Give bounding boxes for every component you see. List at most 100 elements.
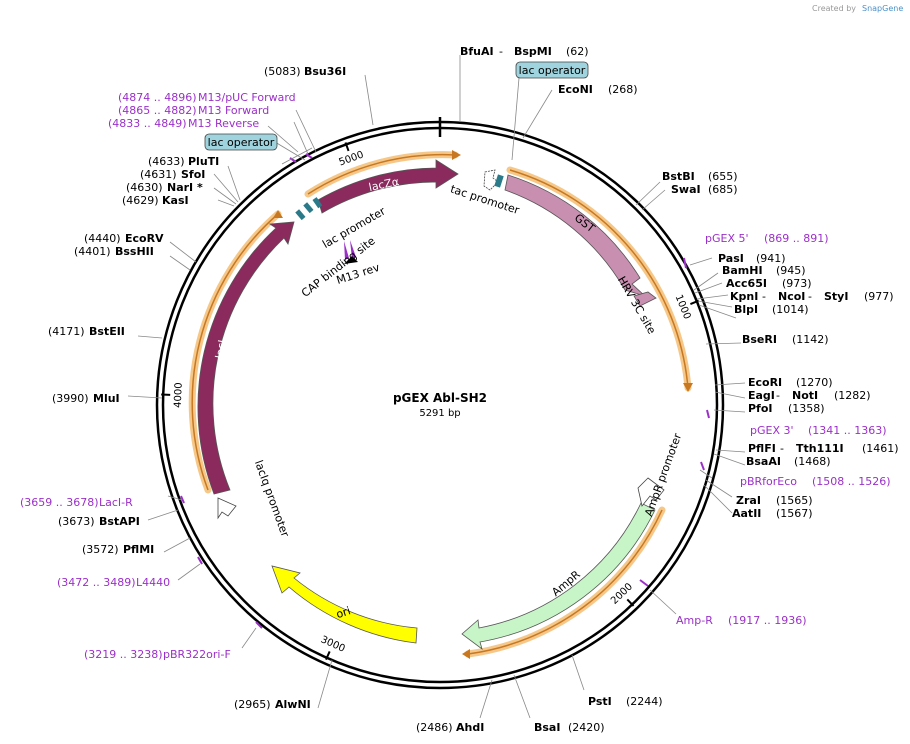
svg-text:NcoI: NcoI bbox=[778, 290, 805, 303]
site-bsai[interactable]: BsaI (2420) bbox=[534, 721, 605, 734]
site-eagi-noti[interactable]: EagI - NotI (1282) bbox=[748, 389, 871, 402]
svg-text:(4630): (4630) bbox=[126, 181, 163, 194]
svg-text:BssHII: BssHII bbox=[115, 245, 154, 258]
feature-hrv-3c-site[interactable] bbox=[633, 291, 657, 307]
svg-text:(4629): (4629) bbox=[122, 194, 159, 207]
primer-pbrforeco[interactable]: pBRforEco (1508 .. 1526) bbox=[740, 475, 891, 488]
backbone-outer-ring bbox=[155, 120, 725, 690]
site-bsshii[interactable]: (4401) BssHII bbox=[74, 245, 154, 258]
site-mlui[interactable]: (3990) MluI bbox=[52, 392, 120, 405]
svg-text:ZraI: ZraI bbox=[736, 494, 761, 507]
svg-text:Bsu36I: Bsu36I bbox=[304, 65, 346, 78]
svg-text:NarI *: NarI * bbox=[167, 181, 203, 194]
site-bstbi[interactable]: BstBI (655) bbox=[662, 170, 738, 183]
site-bstapi[interactable]: (3673) BstAPI bbox=[58, 515, 140, 528]
tick-label-3000: 3000 bbox=[319, 634, 347, 654]
svg-text:(1142): (1142) bbox=[792, 333, 829, 346]
site-ecori[interactable]: EcoRI (1270) bbox=[748, 376, 833, 389]
backbone-inner-ring bbox=[161, 126, 719, 684]
tick-mark-2000 bbox=[626, 598, 635, 607]
feature-gst[interactable] bbox=[504, 174, 646, 297]
primer-amp-r[interactable]: Amp-R (1917 .. 1936) bbox=[676, 614, 807, 627]
site-pluti[interactable]: (4633) PluTI bbox=[148, 155, 219, 168]
svg-text:(1567): (1567) bbox=[776, 507, 813, 520]
svg-text:BseRI: BseRI bbox=[742, 333, 777, 346]
lac-operator-label-left: lac operator bbox=[208, 136, 275, 149]
lac-promoter-label: lac promoter bbox=[320, 204, 388, 251]
site-bsteii[interactable]: (4171) BstEII bbox=[48, 325, 125, 338]
svg-text:SfoI: SfoI bbox=[181, 168, 205, 181]
primer-pgex-3[interactable]: pGEX 3' (1341 .. 1363) bbox=[750, 424, 887, 437]
feature-ori[interactable] bbox=[271, 565, 418, 644]
svg-text:pBRforEco: pBRforEco bbox=[740, 475, 797, 488]
site-psti[interactable]: PstI (2244) bbox=[588, 695, 663, 708]
site-acc65i[interactable]: Acc65I (973) bbox=[726, 277, 812, 290]
svg-text:(4833 .. 4849): (4833 .. 4849) bbox=[108, 117, 187, 130]
site-bamhi[interactable]: BamHI (945) bbox=[722, 264, 806, 277]
site-bseri[interactable]: BseRI (1142) bbox=[742, 333, 829, 346]
svg-text:-: - bbox=[762, 290, 766, 303]
site-swai[interactable]: SwaI (685) bbox=[671, 183, 738, 196]
svg-text:(973): (973) bbox=[782, 277, 812, 290]
site-sfoi[interactable]: (4631) SfoI bbox=[140, 168, 205, 181]
site-pfoi[interactable]: PfoI (1358) bbox=[748, 402, 825, 415]
primer-m13-reverse[interactable]: (4833 .. 4849) M13 Reverse bbox=[108, 117, 259, 130]
svg-text:(941): (941) bbox=[756, 252, 786, 265]
site-bsu36i[interactable]: (5083) Bsu36I bbox=[264, 65, 346, 78]
svg-text:SwaI: SwaI bbox=[671, 183, 701, 196]
svg-text:(2244): (2244) bbox=[626, 695, 663, 708]
site-econi[interactable]: EcoNI (268) bbox=[558, 83, 638, 96]
svg-text:(977): (977) bbox=[864, 290, 894, 303]
ori-label: ori bbox=[335, 604, 353, 621]
site-aatii[interactable]: AatII (1567) bbox=[732, 507, 813, 520]
svg-text:(5083): (5083) bbox=[264, 65, 301, 78]
primer-l4440[interactable]: (3472 .. 3489) L4440 bbox=[57, 576, 170, 589]
svg-text:EcoNI: EcoNI bbox=[558, 83, 593, 96]
svg-text:BstBI: BstBI bbox=[662, 170, 695, 183]
site-ecorv[interactable]: (4440) EcoRV bbox=[84, 232, 164, 245]
primer-pgex-5[interactable]: pGEX 5' (869 .. 891) bbox=[705, 232, 829, 245]
svg-text:BstEII: BstEII bbox=[89, 325, 125, 338]
feature-ampr[interactable] bbox=[461, 502, 656, 651]
site-bsaai[interactable]: BsaAI (1468) bbox=[746, 455, 831, 468]
site-pasi[interactable]: PasI (941) bbox=[718, 252, 786, 265]
credit-brand: SnapGene bbox=[862, 4, 903, 13]
svg-text:KpnI: KpnI bbox=[730, 290, 758, 303]
svg-text:(655): (655) bbox=[708, 170, 738, 183]
orf-gst bbox=[506, 166, 693, 392]
svg-text:-: - bbox=[808, 290, 812, 303]
svg-text:PasI: PasI bbox=[718, 252, 744, 265]
lac-operator-box-left: lac operator bbox=[204, 133, 278, 151]
site-zrai[interactable]: ZraI (1565) bbox=[736, 494, 813, 507]
site-kpni-ncoi-styi[interactable]: KpnI - NcoI - StyI (977) bbox=[730, 290, 894, 303]
primer-pbr322ori-f[interactable]: (3219 .. 3238) pBR322ori-F bbox=[84, 648, 231, 661]
svg-text:pGEX 3': pGEX 3' bbox=[750, 424, 794, 437]
svg-text:PfoI: PfoI bbox=[748, 402, 773, 415]
site-alwni[interactable]: (2965) AlwNI bbox=[234, 698, 311, 711]
site-pflfi-tth111i[interactable]: PflFI - Tth111I (1461) bbox=[748, 442, 899, 455]
svg-text:(4633): (4633) bbox=[148, 155, 185, 168]
svg-text:(3659 .. 3678): (3659 .. 3678) bbox=[20, 496, 99, 509]
svg-text:(4401): (4401) bbox=[74, 245, 111, 258]
site-pflmi[interactable]: (3572) PflMI bbox=[82, 543, 154, 556]
svg-text:(4865 .. 4882): (4865 .. 4882) bbox=[118, 104, 197, 117]
plasmid-name: pGEX Abl-SH2 bbox=[393, 391, 487, 405]
primer-laci-r[interactable]: (3659 .. 3678) LacI-R bbox=[20, 496, 133, 509]
feature-laci[interactable] bbox=[197, 221, 295, 495]
feature-lacz[interactable] bbox=[317, 159, 459, 214]
orf-ampr bbox=[462, 506, 666, 659]
site-bfuai-bspmi[interactable]: BfuAI - BspMI (62) bbox=[460, 45, 589, 58]
svg-text:BfuAI: BfuAI bbox=[460, 45, 494, 58]
primer-m13-puc-forward[interactable]: (4874 .. 4896) M13/pUC Forward bbox=[118, 91, 296, 104]
svg-text:(1014): (1014) bbox=[772, 303, 809, 316]
site-nari[interactable]: (4630) NarI * bbox=[126, 181, 203, 194]
svg-text:Acc65I: Acc65I bbox=[726, 277, 767, 290]
primer-m13-forward[interactable]: (4865 .. 4882) M13 Forward bbox=[118, 104, 269, 117]
svg-text:(4631): (4631) bbox=[140, 168, 177, 181]
svg-text:AhdI: AhdI bbox=[456, 721, 484, 734]
site-kasi[interactable]: (4629) KasI bbox=[122, 194, 189, 207]
site-ahdi[interactable]: (2486) AhdI bbox=[416, 721, 484, 734]
site-blpi[interactable]: BlpI (1014) bbox=[734, 303, 809, 316]
credit-prefix: Created by bbox=[812, 4, 856, 13]
